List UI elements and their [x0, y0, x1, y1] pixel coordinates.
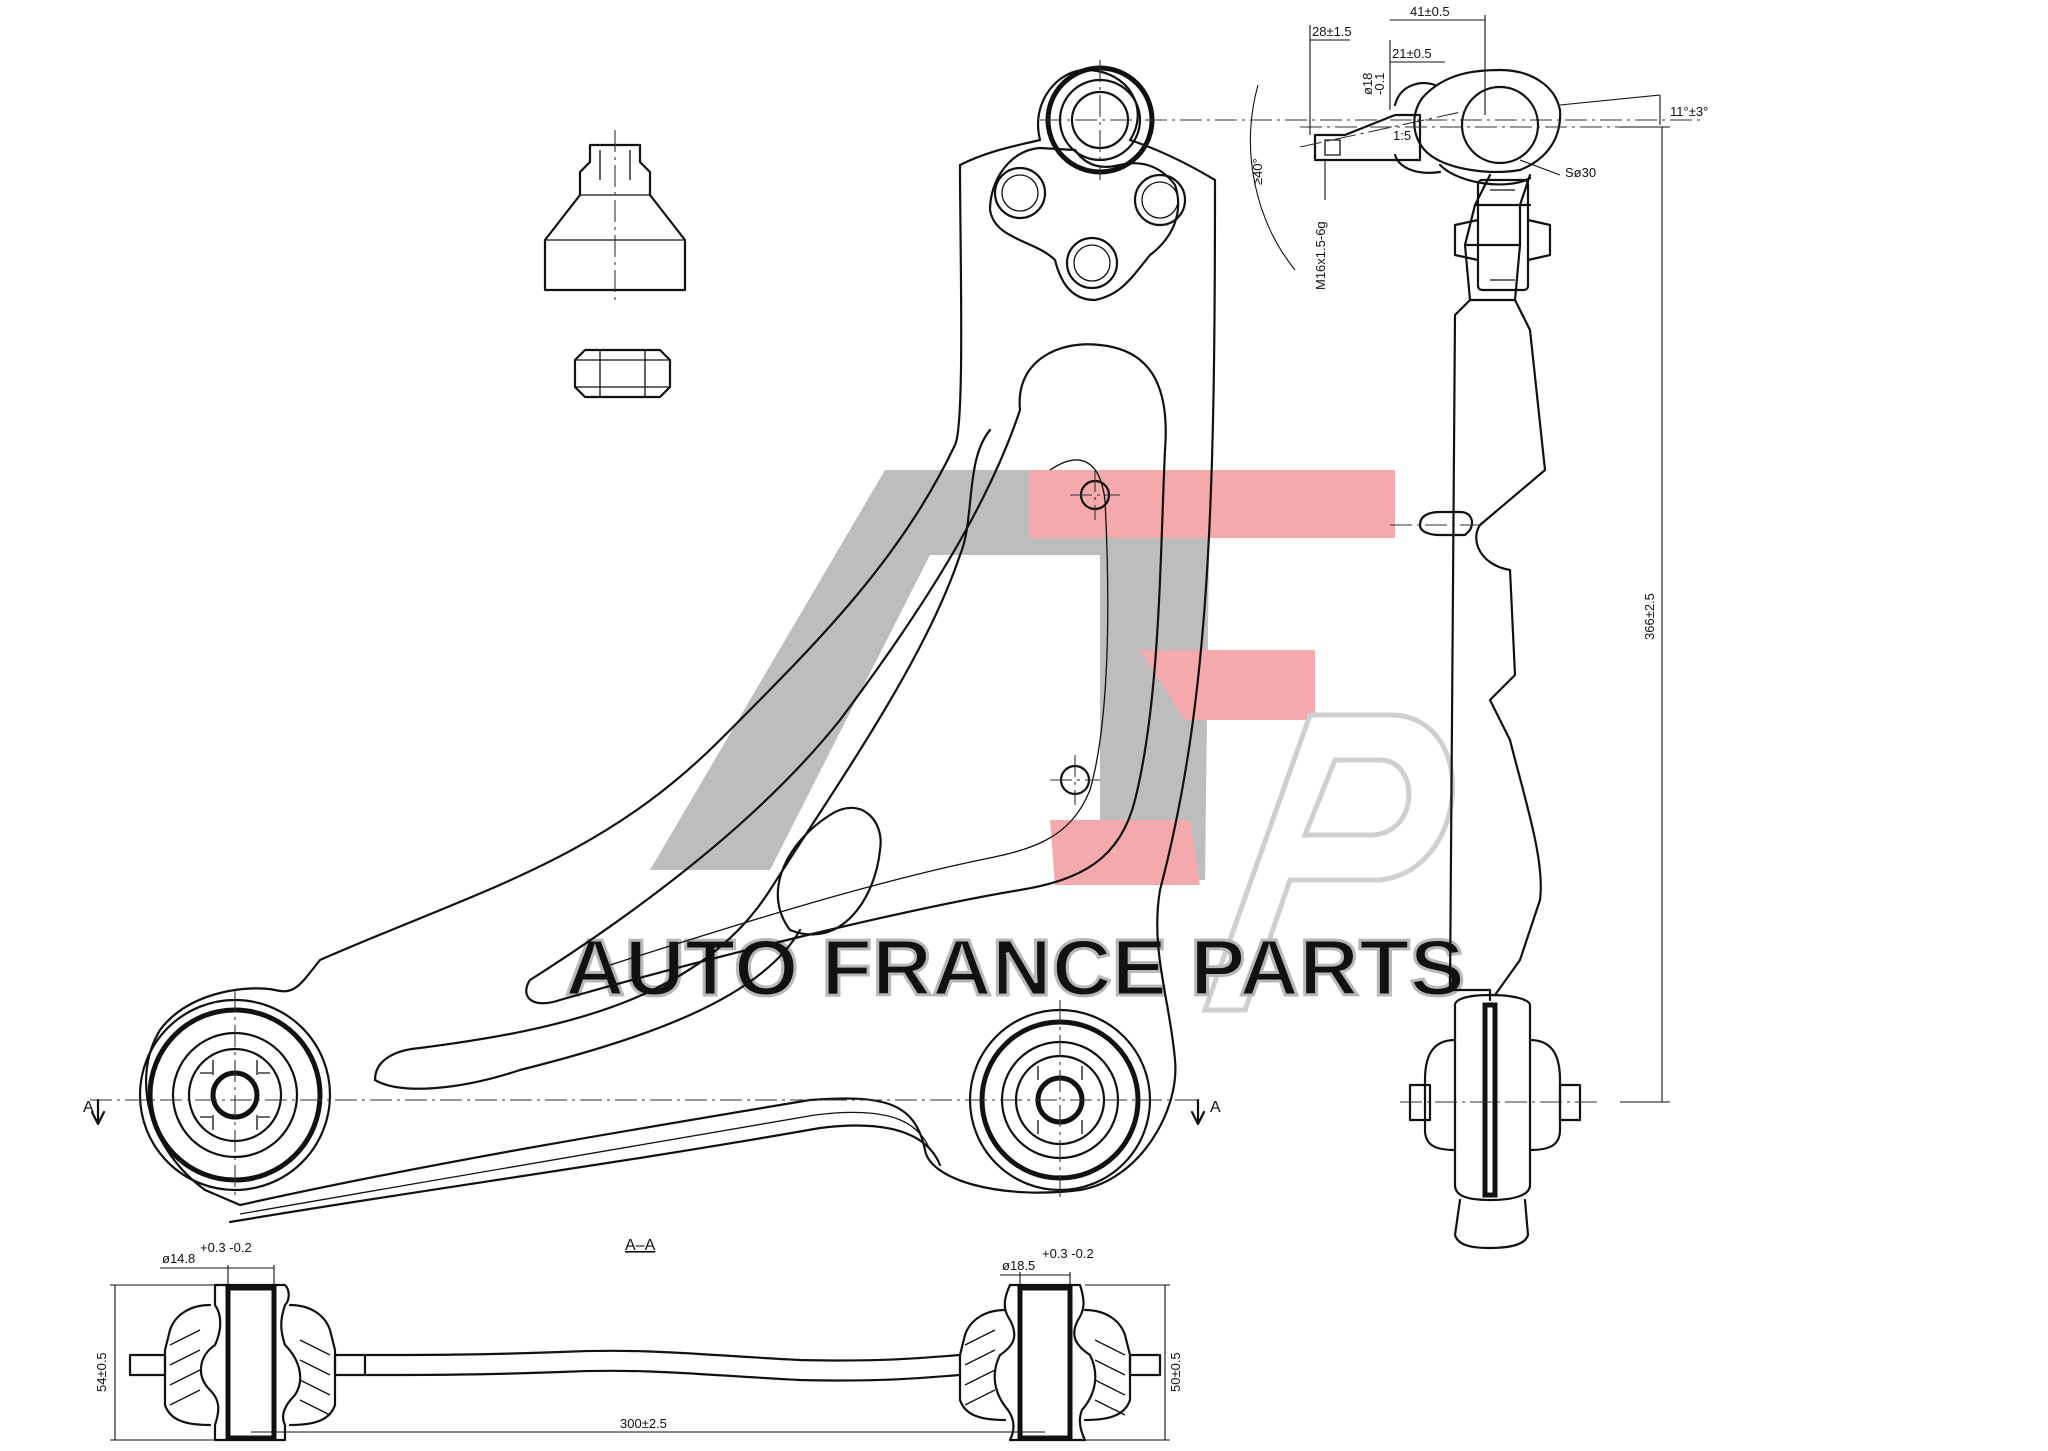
- flange-bolt-hole-bottom: [1065, 236, 1119, 290]
- dim-angle-40: ≥40°: [1250, 158, 1265, 185]
- dust-boot-part: [543, 130, 687, 300]
- dim-top-41: 41±0.5: [1410, 4, 1450, 19]
- castle-nut-part: [573, 348, 672, 399]
- ball-joint-housing: [1413, 68, 1562, 173]
- dim-bush-right-tolerance: +0.3 -0.2: [1042, 1246, 1094, 1261]
- dim-width-50: 50±0.5: [1168, 1352, 1183, 1392]
- arm-outer-rib: [373, 428, 992, 1082]
- section-left-bushing: [128, 1283, 367, 1442]
- angle-arc-40: [1249, 84, 1296, 271]
- section-left-inner-sleeve: [225, 1285, 277, 1441]
- dim-sphere: Sø30: [1565, 165, 1596, 180]
- side-view-arm-body: [1448, 173, 1547, 1002]
- watermark-logo: AUTO FRANCE PARTS: [564, 470, 1467, 1014]
- section-arrow-right: [1190, 1098, 1206, 1126]
- section-a-a-view: ø14.8 +0.3 -0.2 ø18.5 +0.3 -0.2 54±0.5 5…: [94, 1240, 1183, 1442]
- section-arrow-left: [90, 1098, 106, 1126]
- dim-bush-left-tolerance: +0.3 -0.2: [200, 1240, 252, 1255]
- section-title: A–A: [625, 1237, 656, 1254]
- section-right-inner-sleeve: [1017, 1285, 1073, 1441]
- arm-flange-inner: [239, 1111, 931, 1215]
- dim-top-21: 21±0.5: [1392, 46, 1432, 61]
- dim-thread: M16x1.5-6g: [1313, 221, 1328, 290]
- dim-stud-diameter: ø18: [1360, 73, 1375, 95]
- ball-joint-sphere: [1460, 85, 1540, 165]
- arm-lightening-hole: [776, 806, 882, 936]
- dim-stud-tolerance: -0.1: [1372, 73, 1387, 95]
- dim-top-28: 28±1.5: [1312, 24, 1352, 39]
- logo-wordmark: AUTO FRANCE PARTS: [565, 923, 1465, 1012]
- arm-inner-rib-edge: [373, 928, 802, 1090]
- dim-taper: 1:5: [1393, 128, 1411, 143]
- control-arm-plan-view: A A: [83, 60, 1700, 1224]
- dim-bush-right-diameter: ø18.5: [1002, 1258, 1035, 1273]
- dim-angle-11: 11°±3°: [1670, 104, 1708, 119]
- flange-bolt-hole-right: [1133, 173, 1187, 227]
- arm-pocket-outline: [525, 343, 1167, 1005]
- section-right-bushing: [958, 1283, 1162, 1442]
- dim-height-366: 366±2.5: [1642, 593, 1657, 640]
- section-plate: [363, 1349, 962, 1362]
- section-mark-right: A: [1210, 1099, 1221, 1116]
- ball-joint-flange: [988, 60, 1700, 302]
- side-view-slot: [1418, 510, 1474, 537]
- dim-width-54: 54±0.5: [94, 1352, 109, 1392]
- control-arm-side-view: 366±2.5 41±0.5 28±1.5 21±0.5 ø18 -0.1 1:…: [1249, 4, 1708, 1250]
- dim-bush-left-diameter: ø14.8: [162, 1251, 195, 1266]
- dim-length-300: 300±2.5: [620, 1416, 667, 1431]
- logo-red-bar-mid: [1140, 650, 1315, 720]
- arm-pocket-inner: [609, 459, 1109, 966]
- side-view-clamp: [1476, 178, 1530, 292]
- flange-bolt-hole-left: [993, 166, 1047, 220]
- arm-outer-flange: [228, 1124, 942, 1224]
- side-view-bushing: [1400, 993, 1600, 1250]
- section-mark-left: A: [83, 1099, 94, 1116]
